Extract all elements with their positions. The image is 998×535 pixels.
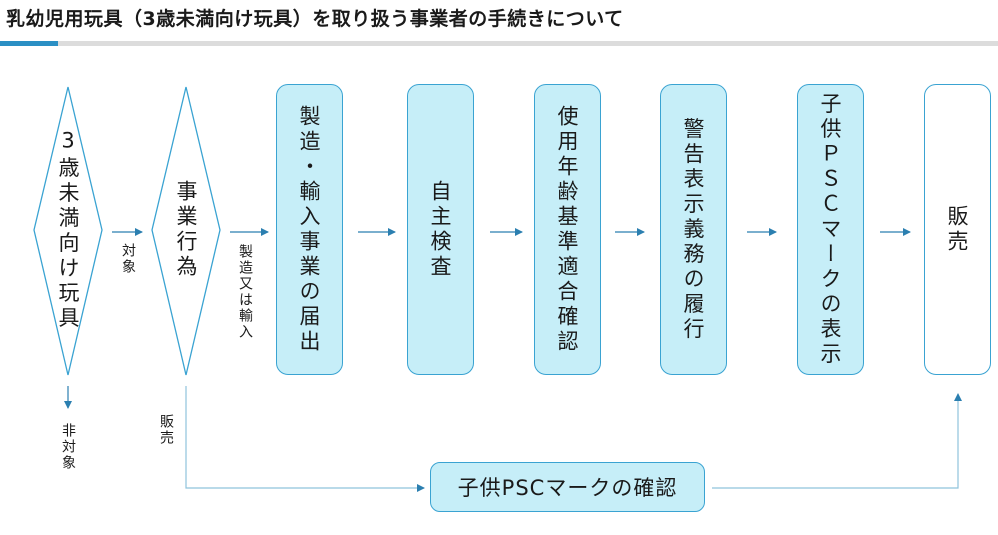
diamond-label-toy-under-3: 3歳未満向け玩具 [56, 128, 80, 332]
title-rule-accent [0, 41, 58, 46]
diamond-business-act [151, 86, 221, 376]
step-label-self-inspection: 自主検査 [428, 180, 452, 280]
step-box-warning [660, 84, 727, 375]
title-rule [0, 41, 998, 46]
edge-label-sales: 販売 [158, 414, 174, 446]
diamond-label-business-act: 事業行為 [174, 180, 198, 280]
step-box-age-check [534, 84, 601, 375]
step-label-sales: 販売 [945, 205, 969, 255]
step-label-notification: 製造・輸入事業の届出 [297, 105, 321, 355]
step-box-sales [924, 84, 991, 375]
arrow-sales-route [185, 386, 425, 492]
edge-label-non-target: 非対象 [60, 423, 76, 471]
psc-mark-check-label: 子供PSCマークの確認 [457, 476, 678, 500]
step-box-notification [276, 84, 343, 375]
edge-label-target: 対象 [120, 243, 136, 275]
arrow-check-to-sales [712, 393, 962, 489]
step-box-self-inspection [407, 84, 474, 375]
step-label-warning: 警告表示義務の履行 [681, 117, 705, 343]
step-box-psc-mark [797, 84, 864, 375]
diamond-toy-under-3 [33, 86, 103, 376]
page-title: 乳幼児用玩具（3歳未満向け玩具）を取り扱う事業者の手続きについて [6, 8, 624, 30]
step-label-age-check: 使用年齢基準適合確認 [555, 105, 579, 355]
edge-label-manufacture-or-import: 製造又は輸入 [237, 244, 253, 340]
step-label-psc-mark: 子供ＰＳＣマークの表示 [818, 92, 842, 368]
psc-mark-check-box: 子供PSCマークの確認 [430, 462, 705, 512]
